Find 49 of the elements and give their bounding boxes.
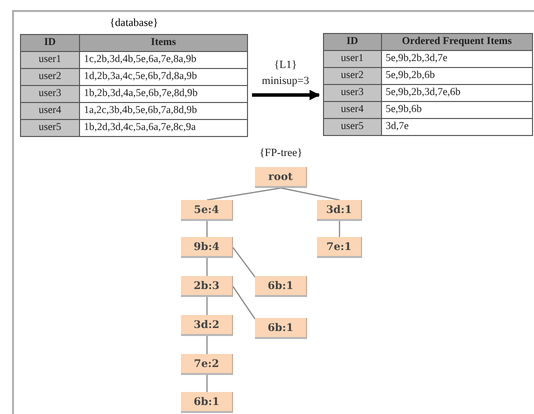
tree-node: 2b:3: [181, 276, 233, 297]
item-list: 5e,9b,2b,6b: [381, 68, 532, 84]
tree-branch-line: [206, 187, 282, 201]
tree-node: 5e:4: [181, 200, 233, 221]
column-header: ID: [324, 34, 382, 50]
item-list: 1b,2b,3d,4a,5e,6b,7e,8d,9b: [79, 86, 248, 102]
user-id: user2: [20, 68, 80, 86]
column-header: Ordered Frequent Items: [381, 34, 532, 50]
tree-branch-line: [206, 297, 208, 315]
user-id: user3: [20, 86, 80, 102]
tree-branch-line: [280, 187, 340, 201]
user-id: user3: [324, 84, 382, 102]
column-header: Items: [79, 34, 248, 52]
item-list: 3d,7e: [381, 118, 532, 136]
tree-node: 6b:1: [255, 318, 307, 339]
item-list: 5e,9b,6b: [381, 102, 532, 118]
user-id: user2: [324, 68, 382, 84]
tree-branch-line: [206, 336, 208, 354]
tree-node: 6b:1: [255, 276, 307, 297]
item-list: 1d,2b,3a,4c,5e,6b,7d,8a,9b: [79, 68, 248, 86]
user-id: user5: [324, 118, 382, 136]
tree-node: 6b:1: [181, 392, 233, 413]
table-title: {database}: [108, 16, 160, 31]
tree-branch-line: [206, 375, 208, 392]
user-id: user1: [324, 50, 382, 68]
item-list: 5e,9b,2b,3d,7e,6b: [381, 84, 532, 102]
column-header: ID: [20, 34, 80, 52]
arrow: [252, 90, 320, 100]
tree-node: 7e:2: [181, 354, 233, 375]
tree-node: 7e:1: [317, 237, 362, 258]
item-list: 1c,2b,3d,4b,5e,6a,7e,8a,9b: [79, 52, 248, 68]
user-id: user4: [324, 102, 382, 118]
tree-node: 9b:4: [181, 237, 233, 258]
user-id: user1: [20, 52, 80, 68]
tree-branch-line: [232, 247, 256, 278]
tree-node: 3d:2: [181, 315, 233, 336]
item-list: 1b,2d,3d,4c,5a,6a,7e,8c,9a: [79, 120, 248, 136]
tree-branch-line: [232, 286, 256, 320]
item-list: 1a,2c,3b,4b,5e,6b,7a,8d,9b: [79, 102, 248, 120]
user-id: user5: [20, 120, 80, 136]
tree-branch-line: [206, 221, 208, 237]
user-id: user4: [20, 102, 80, 120]
tree-branch-line: [206, 258, 208, 276]
tree-node: 3d:1: [317, 200, 362, 221]
section-label: {FP-tree}: [258, 147, 304, 159]
item-list: 5e,9b,2b,3d,7e: [381, 50, 532, 68]
edge-label: {L1} minisup=3: [260, 58, 310, 89]
tree-node: root: [255, 167, 307, 188]
tree-branch-line: [338, 221, 340, 237]
